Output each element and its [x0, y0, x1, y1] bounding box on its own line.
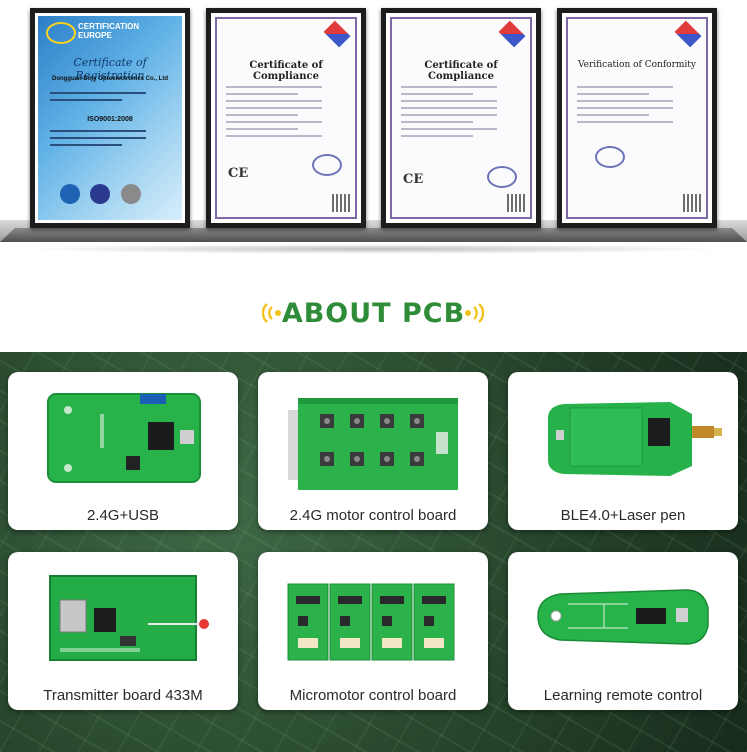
org-line-1: CERTIFICATION — [78, 22, 140, 31]
certificate-title: Certificate of Compliance — [424, 60, 498, 82]
certificate-text-lines — [50, 92, 170, 106]
pcb-transmitter-433m-image — [49, 575, 209, 661]
product-label: Micromotor control board — [289, 687, 457, 704]
accreditation-seal-icon — [90, 184, 111, 204]
pcb-24g-usb-image — [47, 393, 201, 483]
certificate-text-lines — [226, 86, 346, 142]
certificate-compliance-2[interactable]: Certificate of Compliance CE — [381, 8, 541, 228]
certificate-title: Verification of Conformity — [577, 60, 697, 70]
cert-logo-icon — [323, 20, 351, 48]
silver-seal-icon — [120, 184, 141, 204]
product-label: Transmitter board 433M — [43, 687, 203, 704]
certification-europe-logo-icon — [46, 22, 76, 44]
certificate-title: Certificate of Compliance — [249, 60, 323, 82]
certificate-page: CERTIFICATION EUROPE Quality Management … — [35, 13, 185, 223]
qr-code-icon — [683, 194, 701, 212]
certificate-conformity[interactable]: Verification of Conformity — [557, 8, 717, 228]
pcb-ble-laser-image — [548, 402, 722, 476]
product-card-transmitter-433m[interactable]: Transmitter board 433M — [8, 552, 238, 710]
iaf-seal-icon — [60, 184, 80, 204]
certificate-registration[interactable]: CERTIFICATION EUROPE Quality Management … — [30, 8, 190, 228]
sound-wave-left-icon — [262, 303, 281, 323]
qr-code-icon — [332, 194, 350, 212]
product-card-24g-motor[interactable]: 2.4G motor control board — [258, 372, 488, 530]
pcb-products-grid: 2.4G+USB 2.4G motor control board — [0, 352, 747, 752]
product-label: 2.4G motor control board — [289, 507, 457, 524]
certificate-page: Certificate of Compliance CE — [386, 13, 536, 223]
pcb-micromotor-image — [287, 583, 455, 661]
sound-wave-right-icon — [465, 303, 484, 323]
ce-mark: CE — [228, 166, 249, 181]
about-pcb-title: ABOUT PCB — [281, 298, 466, 329]
qr-code-icon — [507, 194, 525, 212]
certificate-compliance-1[interactable]: Certificate of Compliance CE — [206, 8, 366, 228]
certificate-title: Certificate of Registration — [73, 56, 147, 82]
accreditation-seals — [60, 184, 172, 206]
certificate-text-lines-2 — [50, 130, 170, 151]
stamp-icon — [312, 154, 342, 176]
pcb-learning-remote-image — [537, 589, 709, 645]
product-card-micromotor[interactable]: Micromotor control board — [258, 552, 488, 710]
about-pcb-banner: ABOUT PCB — [0, 268, 747, 352]
shelf-front — [0, 228, 747, 242]
product-label: BLE4.0+Laser pen — [560, 507, 686, 524]
product-card-learning-remote[interactable]: Learning remote control — [508, 552, 738, 710]
product-label: 2.4G+USB — [86, 507, 160, 524]
certificate-company: Dongguan Doty Optoelectronics Co., Ltd — [52, 76, 168, 82]
certificates-shelf: CERTIFICATION EUROPE Quality Management … — [0, 0, 747, 268]
stamp-icon — [487, 166, 517, 188]
certificate-text-lines — [577, 86, 697, 128]
certificate-text-lines — [401, 86, 521, 142]
certificate-standard: ISO9001:2008 — [87, 116, 133, 123]
pcb-24g-motor-image — [288, 398, 458, 490]
cert-logo-icon — [498, 20, 526, 48]
shelf-shadow — [20, 244, 727, 254]
certificate-page: Verification of Conformity — [562, 13, 712, 223]
stamp-icon — [595, 146, 625, 168]
ce-mark: CE — [403, 172, 424, 187]
product-label: Learning remote control — [543, 687, 703, 704]
cert-logo-icon — [674, 20, 702, 48]
product-card-ble-laser[interactable]: BLE4.0+Laser pen — [508, 372, 738, 530]
certificate-page: Certificate of Compliance CE — [211, 13, 361, 223]
org-line-2: EUROPE — [78, 31, 112, 40]
certification-org: CERTIFICATION EUROPE — [78, 22, 139, 40]
product-card-24g-usb[interactable]: 2.4G+USB — [8, 372, 238, 530]
